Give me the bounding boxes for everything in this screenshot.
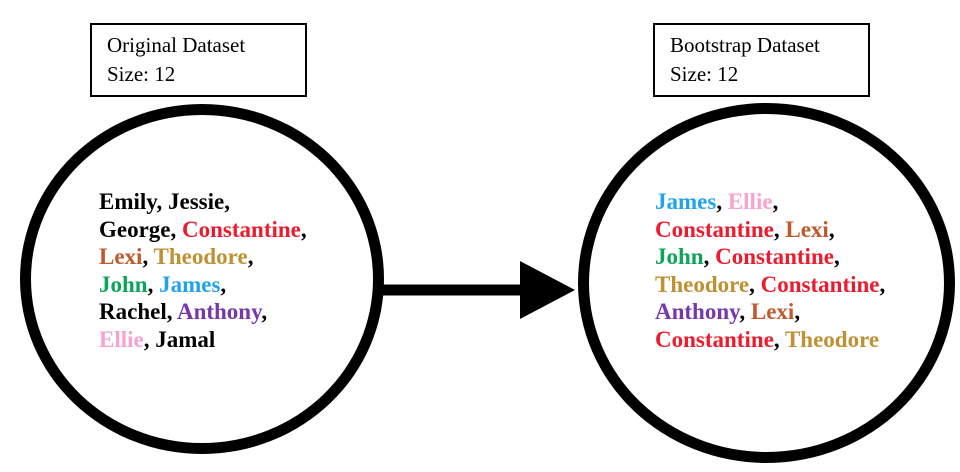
names-line: James, Ellie, <box>655 188 885 216</box>
original-dataset-label-box: Original Dataset Size: 12 <box>90 23 307 97</box>
name-token: Theodore <box>655 271 750 297</box>
name-token: Anthony <box>176 299 262 324</box>
name-token: Constantine <box>655 216 774 242</box>
name-token: John <box>655 244 704 269</box>
name-token: , <box>261 299 268 324</box>
name-token: Rachel <box>99 299 167 324</box>
bootstrap-dataset-names: James, Ellie,Constantine, Lexi,John, Con… <box>655 188 885 353</box>
name-token: Ellie <box>727 189 773 214</box>
name-token: , <box>143 326 156 352</box>
original-dataset-names: Emily, Jessie,George, Constantine,Lexi, … <box>99 188 307 353</box>
bootstrap-dataset-size: Size: 12 <box>670 62 739 86</box>
name-token: , <box>739 299 751 324</box>
name-token: Constantine <box>182 216 301 242</box>
name-token: Constantine <box>655 326 774 352</box>
name-token: , <box>170 216 183 242</box>
name-token: , <box>716 189 728 214</box>
original-dataset-circle <box>20 104 384 454</box>
bootstrap-dataset-title: Bootstrap Dataset <box>670 33 820 57</box>
name-token: , <box>833 244 840 269</box>
name-token: Emily <box>99 189 157 214</box>
name-token: , <box>828 216 835 242</box>
name-token: Lexi <box>785 216 829 242</box>
bootstrap-dataset-label-box: Bootstrap Dataset Size: 12 <box>653 23 870 97</box>
names-line: Constantine, Lexi, <box>655 216 885 244</box>
name-token: James <box>159 271 221 297</box>
names-line: John, Constantine, <box>655 243 885 271</box>
name-token: , <box>147 271 160 297</box>
name-token: George <box>99 216 171 242</box>
name-token: , <box>879 271 886 297</box>
name-token: James <box>655 189 717 214</box>
name-token: Jessie <box>168 189 225 214</box>
names-line: Lexi, Theodore, <box>99 243 307 271</box>
names-line: George, Constantine, <box>99 216 307 244</box>
original-dataset-size: Size: 12 <box>107 62 176 86</box>
name-token: Constantine <box>715 244 834 269</box>
names-line: Emily, Jessie, <box>99 188 307 216</box>
name-token: , <box>224 189 230 214</box>
names-line: Anthony, Lexi, <box>655 298 885 326</box>
names-line: Constantine, Theodore <box>655 326 885 354</box>
name-token: John <box>99 271 148 297</box>
name-token: , <box>142 244 154 269</box>
name-token: , <box>220 271 227 297</box>
name-token: , <box>247 244 254 269</box>
name-token: , <box>166 299 177 324</box>
name-token: Constantine <box>760 271 880 297</box>
names-line: Theodore, Constantine, <box>655 271 885 299</box>
name-token: Ellie <box>99 326 144 352</box>
name-token: , <box>794 299 801 324</box>
name-token: Theodore <box>153 244 248 269</box>
names-line: John, James, <box>99 271 307 299</box>
names-line: Rachel, Anthony, <box>99 298 307 326</box>
names-line: Ellie, Jamal <box>99 326 307 354</box>
name-token: Anthony <box>655 299 740 324</box>
original-dataset-title: Original Dataset <box>107 33 246 57</box>
name-token: , <box>773 216 786 242</box>
name-token: Theodore <box>784 326 880 352</box>
name-token: , <box>772 189 779 214</box>
name-token: , <box>773 326 785 352</box>
name-token: , <box>156 189 169 214</box>
name-token: , <box>749 271 761 297</box>
name-token: , <box>300 216 307 242</box>
name-token: , <box>703 244 716 269</box>
name-token: Jamal <box>155 326 216 352</box>
name-token: Lexi <box>750 299 795 324</box>
arrow-icon <box>382 261 575 319</box>
name-token: Lexi <box>99 244 143 269</box>
bootstrap-dataset-circle <box>578 103 955 463</box>
